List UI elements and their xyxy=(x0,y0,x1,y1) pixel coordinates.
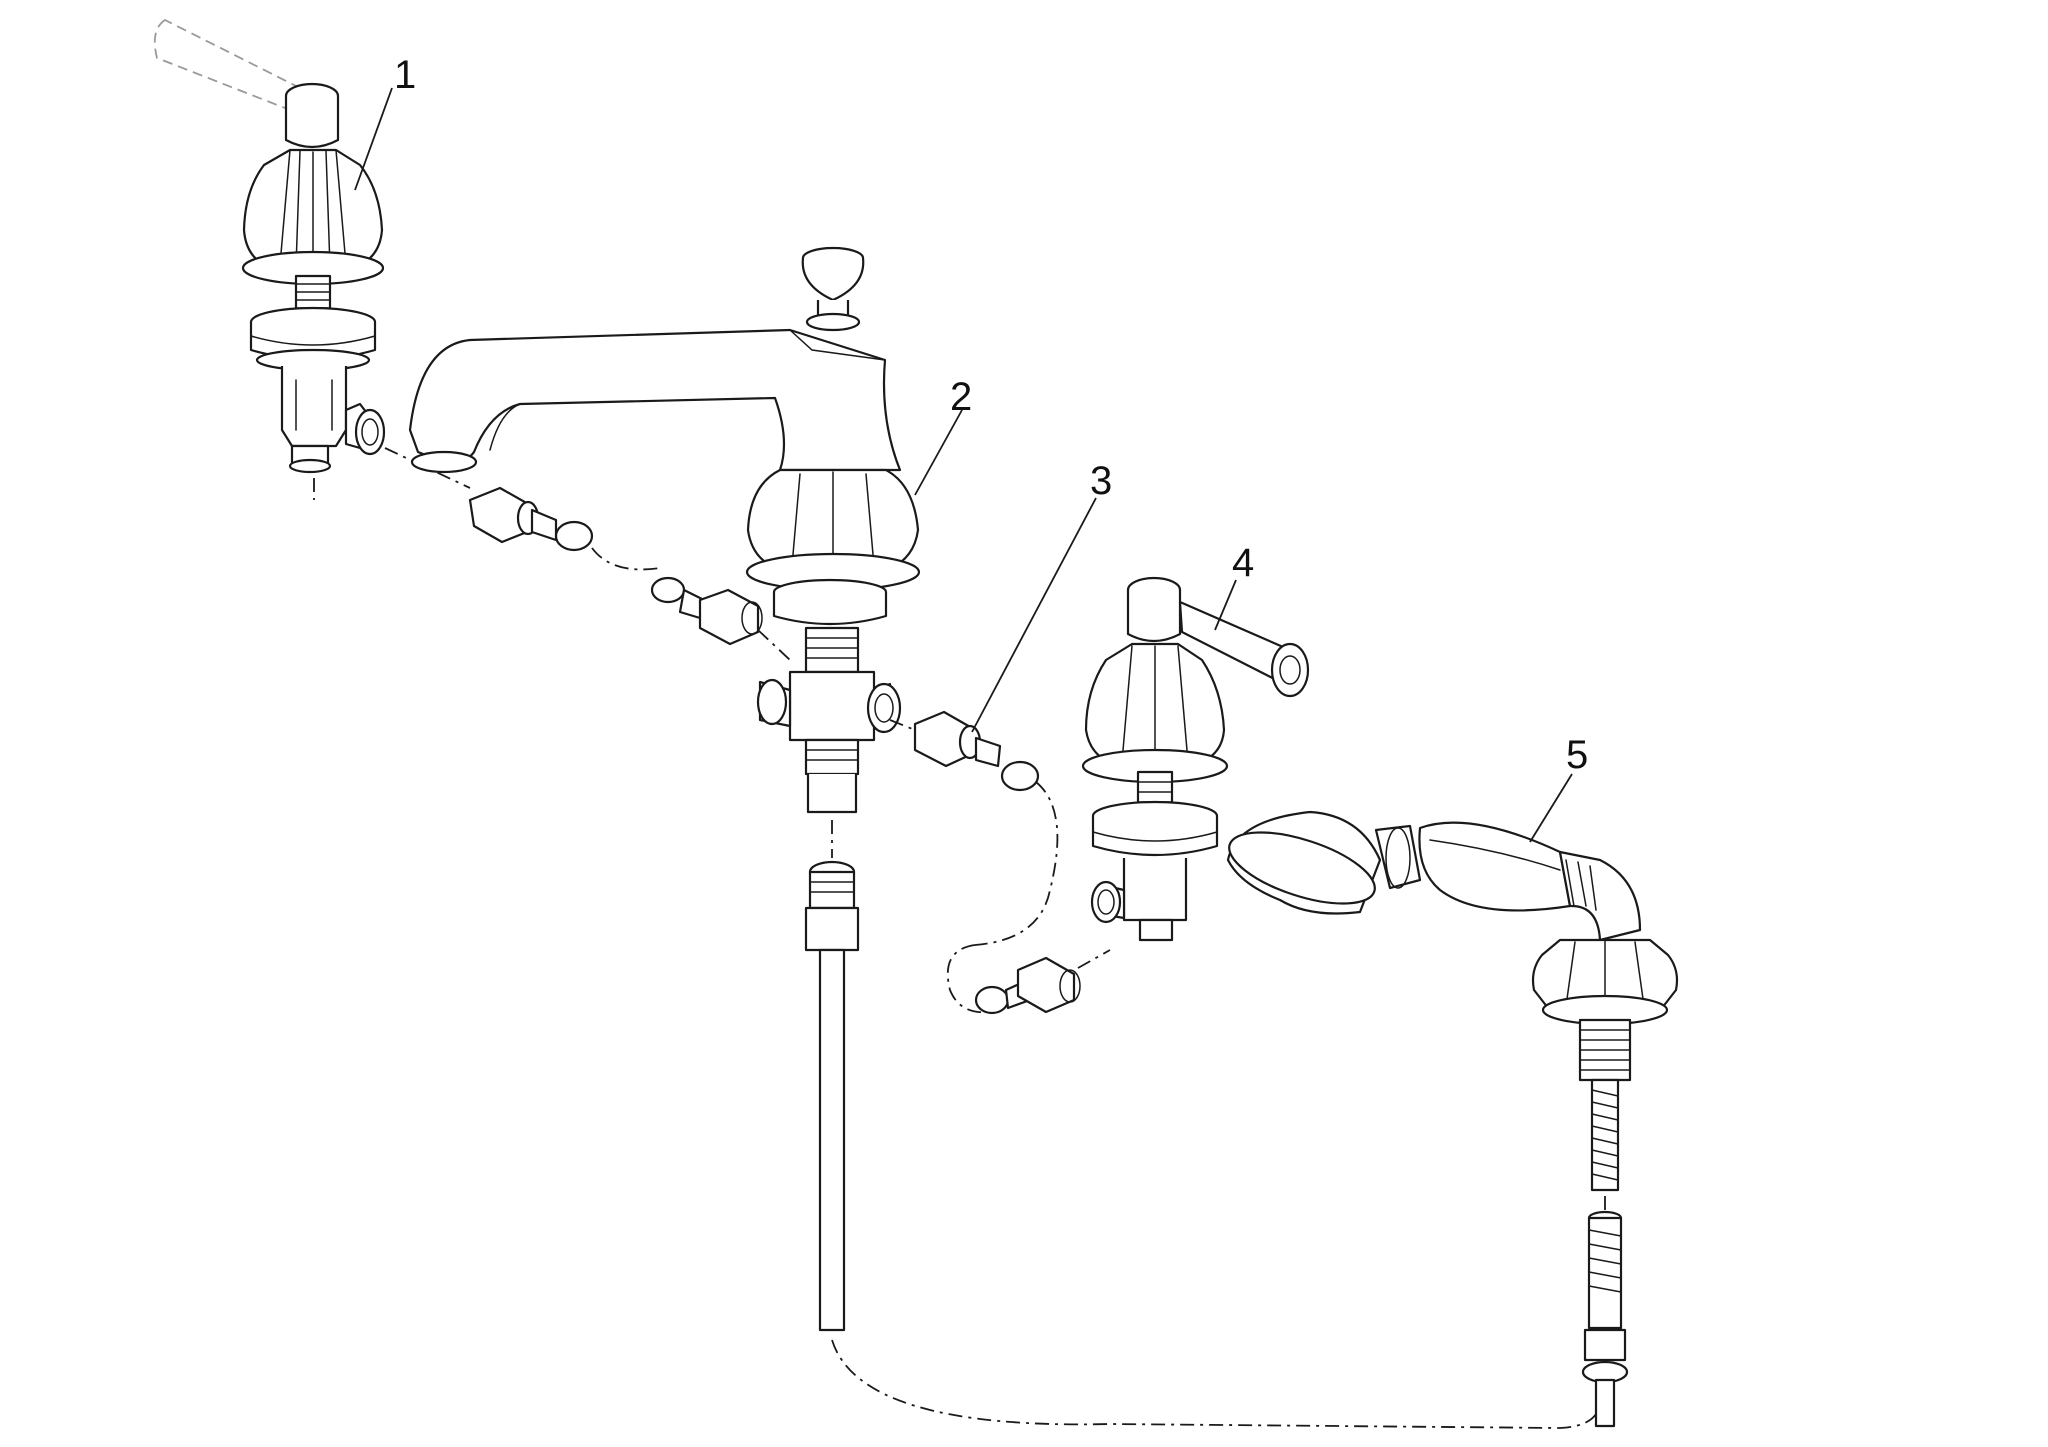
leader-1 xyxy=(354,87,393,191)
leader-4 xyxy=(1214,579,1237,631)
leader-5 xyxy=(1529,773,1573,843)
part-4-right-handle-valve xyxy=(1081,576,1310,942)
part-5-hand-shower xyxy=(1226,810,1679,1428)
part-2-spout-body xyxy=(408,246,921,858)
callouts: 1 2 3 4 5 xyxy=(354,53,1588,843)
callout-3: 3 xyxy=(1090,459,1112,503)
callout-5: 5 xyxy=(1566,733,1588,777)
leader-2 xyxy=(914,409,963,496)
part-3-hoses xyxy=(468,486,1601,1429)
callout-1: 1 xyxy=(394,53,416,97)
callout-4: 4 xyxy=(1232,541,1254,585)
part-1-left-handle-valve xyxy=(153,18,471,500)
leader-3 xyxy=(971,497,1097,733)
callout-2: 2 xyxy=(950,375,972,419)
